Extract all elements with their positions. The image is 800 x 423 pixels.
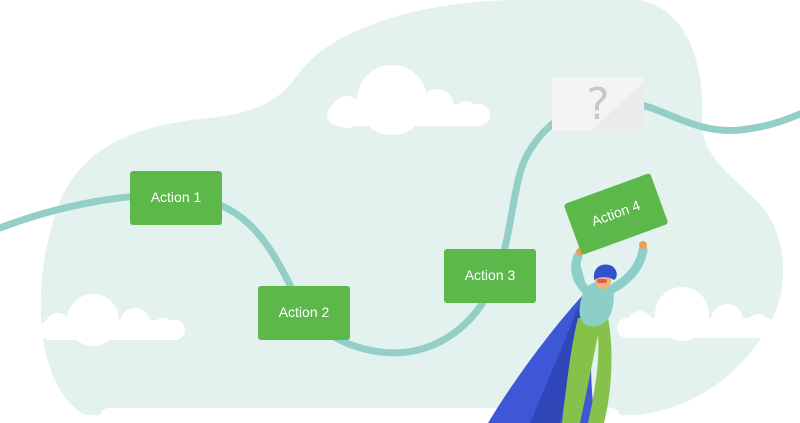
hero-hair bbox=[594, 264, 617, 280]
step-label-1: Action 1 bbox=[151, 189, 202, 205]
cloud-left bbox=[40, 294, 185, 346]
hero-legs bbox=[562, 318, 612, 423]
cloud-right bbox=[617, 287, 777, 341]
cloud-bottom bbox=[100, 408, 620, 423]
unknown-step-card: ? bbox=[552, 77, 644, 131]
step-card-3: Action 3 bbox=[444, 249, 536, 303]
cloud-top bbox=[327, 65, 490, 135]
question-mark-icon: ? bbox=[586, 79, 609, 130]
step-label-3: Action 3 bbox=[465, 267, 516, 283]
step-card-4: Action 4 bbox=[564, 173, 668, 255]
step-card-2: Action 2 bbox=[258, 286, 350, 340]
superhero-figure bbox=[488, 241, 648, 423]
step-card-1: Action 1 bbox=[130, 171, 222, 225]
step-label-2: Action 2 bbox=[279, 304, 330, 320]
